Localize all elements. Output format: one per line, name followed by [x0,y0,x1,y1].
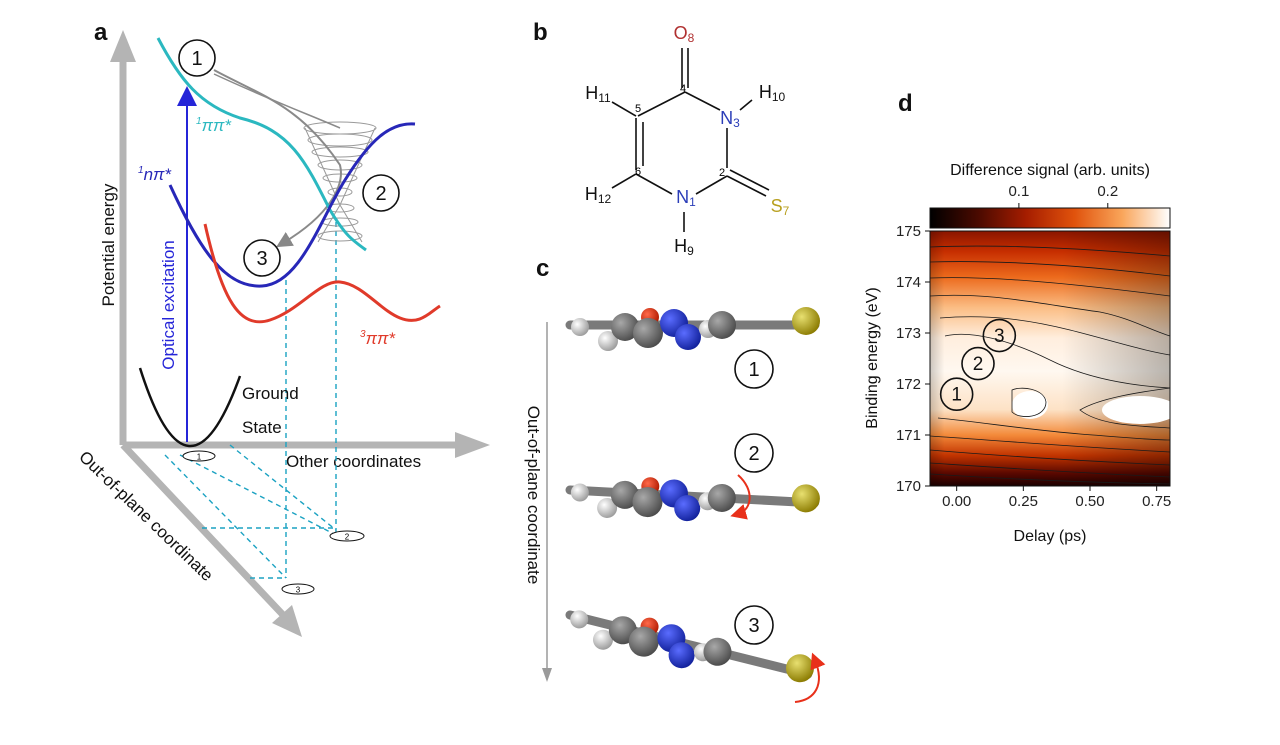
panel-b-letter: b [533,19,548,46]
heatmap-markers: 123 [939,318,1017,412]
panel-d: d Difference signal (arb. units) 0.1 0.2 [864,90,1178,545]
triplet-pipi-curve [203,223,441,324]
z-axis-arrowhead-icon [272,605,302,637]
y-tick-label: 172 [896,376,921,393]
carbon-5: 5 [635,103,641,115]
trajectory-arrow [213,69,342,248]
singlet-pipi-label: 1ππ* [196,116,232,135]
atom-H11: H11 [585,83,611,105]
carbon-6: 6 [635,166,641,178]
marker-c-1: 1 [734,349,774,389]
panel-c: c Out-of-plane coordinate 1 2 3 [524,255,826,702]
projection-lines [164,222,337,579]
x-tick-label: 0.00 [942,493,971,510]
colorbar-tick-label: 0.2 [1097,183,1118,200]
y-axis-label: Potential energy [99,183,118,306]
marker-a-3: 3 [243,239,281,277]
heatmap [929,230,1178,487]
heatmap-y-label: Binding energy (eV) [864,287,881,428]
ground-state-label-2: State [242,418,282,437]
molecule-geometry-2 [569,472,821,529]
panel-d-letter: d [898,90,913,117]
y-tick-label: 173 [896,325,921,342]
heatmap-marker-3: 3 [982,318,1017,353]
y-tick-label: 174 [896,274,921,291]
triplet-pipi-label: 3ππ* [360,329,396,348]
colorbar-ticks: 0.1 0.2 [1008,183,1118,208]
heatmap-marker-2: 2 [961,346,995,381]
heatmap-x-label: Delay (ps) [1014,528,1087,545]
svg-text:1: 1 [197,453,202,462]
colorbar-label: Difference signal (arb. units) [950,162,1150,179]
x-tick-label: 0.50 [1075,493,1104,510]
marker-a-2: 2 [362,174,400,212]
singlet-pipi-curve [156,37,367,252]
y-tick-label: 175 [896,223,921,240]
ground-state-curve [138,367,242,448]
svg-text:1: 1 [748,359,759,381]
atom-S7: S7 [771,196,790,218]
panel-c-letter: c [536,255,549,282]
x-tick-label: 0.75 [1142,493,1171,510]
trajectory-path [213,73,341,129]
panel-a: a Potential energy Other coordinates Out… [75,19,490,637]
panel-b: b O8 N3 N1 S7 H10 H11 H12 H9 4 5 6 2 [533,19,790,258]
ground-state-label-1: Ground [242,384,299,403]
colorbar-tick-label: 0.1 [1008,183,1029,200]
x-tick-label: 0.25 [1009,493,1038,510]
atom-O8: O8 [674,23,695,45]
atom-N1: N1 [676,187,696,209]
small-marker-1: 1 [182,450,216,462]
svg-text:2: 2 [748,443,759,465]
singlet-npi-curve [168,122,416,288]
heatmap-marker-1: 1 [939,377,974,412]
molecule-geometry-1 [570,307,820,351]
x-axis-label: Other coordinates [286,452,421,471]
y-axis-arrowhead-icon [110,30,136,62]
svg-text:3: 3 [748,615,759,637]
marker-c-2: 2 [734,433,774,473]
atom-N3: N3 [720,108,740,130]
singlet-npi-label: 1nπ* [138,165,172,184]
atom-H10: H10 [759,82,786,104]
small-marker-2: 2 [329,530,365,542]
svg-text:2: 2 [375,183,386,205]
svg-text:3: 3 [994,326,1005,347]
excitation-label: Optical excitation [159,240,178,369]
svg-text:1: 1 [951,385,962,406]
carbon-2: 2 [719,167,725,179]
heatmap-axis-ticks: 0.00 0.25 0.50 0.75 170 171 172 173 174 175 [896,223,1171,510]
molecule-geometry-3 [564,598,826,702]
marker-c-3: 3 [734,605,774,645]
atom-H12: H12 [585,184,612,206]
marker-a-1: 1 [178,39,216,77]
atom-H9: H9 [674,236,694,258]
colorbar [929,207,1171,229]
carbon-4: 4 [680,83,686,95]
svg-text:1: 1 [191,48,202,70]
z-axis-line [120,442,288,620]
svg-text:2: 2 [345,533,350,542]
svg-text:3: 3 [296,586,301,595]
svg-text:2: 2 [973,354,984,375]
small-marker-3: 3 [281,583,315,595]
panel-a-letter: a [94,19,108,46]
svg-text:3: 3 [256,248,267,270]
x-axis-arrowhead-icon [455,432,490,458]
y-tick-label: 170 [896,478,921,495]
panel-c-arrowhead-icon [542,668,552,682]
panel-c-axis-label: Out-of-plane coordinate [524,406,543,585]
y-tick-label: 171 [896,427,921,444]
